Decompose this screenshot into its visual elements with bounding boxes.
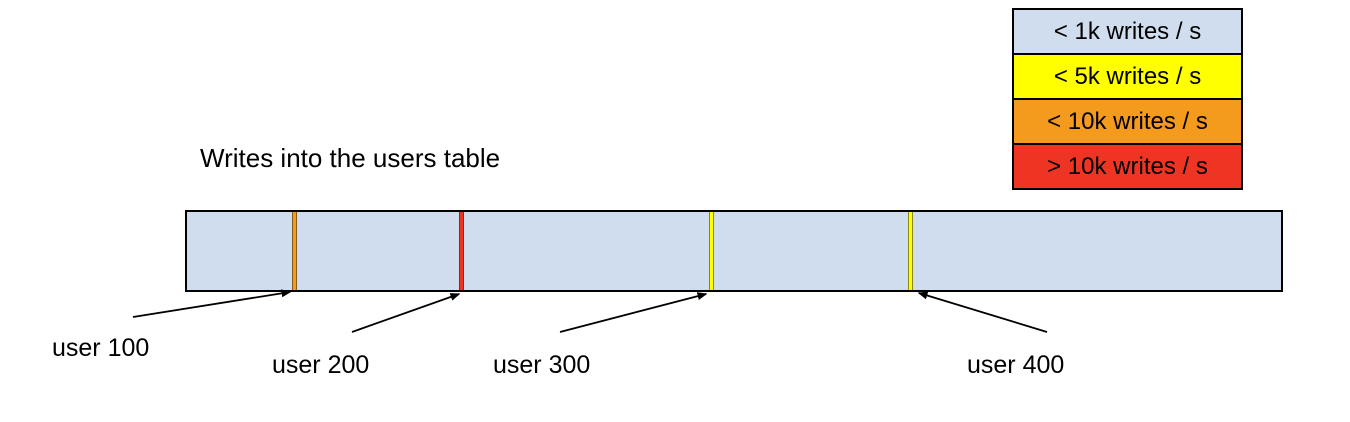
write-hotspot-tick-user-100	[292, 212, 298, 290]
legend-item-label: < 1k writes / s	[1053, 17, 1202, 45]
legend-item-label: < 10k writes / s	[1047, 107, 1208, 135]
user-100-label: user 100	[52, 334, 150, 362]
arrow-line-user-200	[351, 293, 461, 333]
legend-item-label: < 5k writes / s	[1053, 62, 1202, 90]
arrow-line-user-100	[132, 289, 292, 318]
legend: < 1k writes / s < 5k writes / s < 10k wr…	[1012, 8, 1243, 190]
arrow-line-user-300	[559, 292, 708, 333]
legend-item-label: > 10k writes / s	[1047, 152, 1208, 180]
legend-item-lt-1k: < 1k writes / s	[1012, 8, 1243, 55]
diagram-title: Writes into the users table	[200, 143, 501, 173]
user-400-label: user 400	[967, 351, 1065, 379]
legend-item-lt-10k: < 10k writes / s	[1012, 98, 1243, 145]
legend-item-lt-5k: < 5k writes / s	[1012, 53, 1243, 100]
write-hotspot-tick-user-400	[908, 212, 914, 290]
write-hotspot-tick-user-200	[458, 212, 464, 290]
write-hotspot-tick-user-300	[709, 212, 715, 290]
users-table-bar	[185, 210, 1283, 292]
user-200-label: user 200	[272, 351, 370, 379]
user-300-label: user 300	[493, 351, 591, 379]
legend-item-gt-10k: > 10k writes / s	[1012, 143, 1243, 190]
arrow-line-user-400	[917, 291, 1048, 333]
